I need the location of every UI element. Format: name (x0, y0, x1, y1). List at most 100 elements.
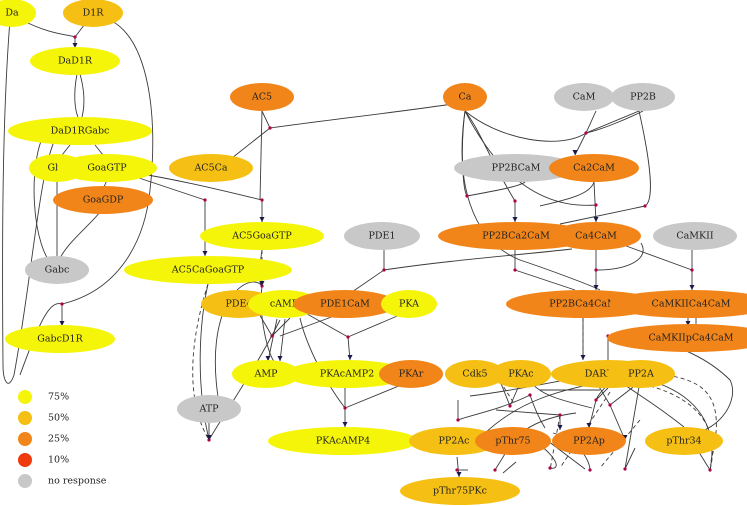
species-node-camkiipca4cam: CaMKIIpCa4CaM (607, 324, 747, 352)
species-node-pkacamp2: PKAcAMP2 (285, 360, 409, 388)
node-label: pThr75PKc (433, 486, 487, 497)
node-ellipse (30, 47, 120, 75)
node-label: AC5Ca (193, 163, 227, 174)
reaction-edge (61, 19, 154, 305)
node-label: PP2BCa2CaM (482, 231, 550, 242)
species-node-pp2ac: PP2Ac (409, 427, 499, 455)
reaction-junction-dot (508, 404, 512, 408)
species-node-ca: Ca (443, 83, 487, 111)
species-node-pkar: PKAr (379, 360, 443, 388)
species-node-pp2ap: PP2Ap (552, 427, 626, 455)
legend-item: 50% (18, 411, 69, 425)
arrowhead (72, 43, 78, 48)
reaction-junction-dot (594, 203, 598, 207)
node-label: GabcD1R (37, 334, 83, 345)
species-node-dad1rgabc: DaD1RGabc (8, 117, 152, 145)
reaction-junction-dot (558, 413, 562, 417)
node-label: PKAcAMP4 (316, 436, 370, 447)
node-ellipse (400, 477, 520, 505)
arrowhead (572, 150, 578, 155)
legend-swatch (18, 474, 32, 488)
legend-swatch (18, 411, 32, 425)
node-label: AMP (254, 369, 279, 380)
arrowhead (59, 321, 65, 326)
arrowhead (557, 425, 563, 430)
reaction-edge (74, 73, 79, 118)
legend-label: 75% (48, 392, 69, 403)
reaction-edge (267, 318, 278, 362)
arrowhead (456, 472, 462, 477)
reaction-junction-dot (513, 199, 517, 203)
species-node-pthr75: pThr75 (475, 427, 551, 455)
species-node-ca4cam: Ca4CaM (551, 222, 641, 250)
node-ellipse (409, 427, 499, 455)
reaction-edge (299, 317, 412, 427)
reaction-junction-dot (382, 268, 386, 272)
species-node-pkacamp4: PKAcAMP4 (268, 427, 418, 455)
reaction-edge (585, 110, 644, 134)
legend-label: no response (48, 476, 107, 487)
node-ellipse (381, 290, 437, 318)
arrowhead (265, 356, 271, 361)
legend-item: 10% (18, 453, 69, 467)
reaction-edge (19, 303, 63, 376)
reaction-edge (624, 380, 641, 470)
arrowhead (342, 422, 348, 427)
node-label: AC5GoaGTP (231, 231, 292, 242)
species-node-cdk5: Cdk5 (445, 360, 505, 388)
reaction-edge (59, 211, 101, 259)
reaction-edge (94, 144, 104, 156)
reaction-edge (595, 242, 644, 271)
node-label: Ca4CaM (575, 231, 617, 242)
reaction-edge (499, 380, 511, 407)
node-ellipse (268, 427, 418, 455)
species-node-pthr34: pThr34 (645, 427, 723, 455)
node-ellipse (443, 83, 487, 111)
legend-swatch (18, 390, 32, 404)
node-ellipse (169, 154, 253, 182)
node-label: Da (5, 8, 19, 19)
species-node-da: Da (0, 0, 36, 27)
reaction-edge (593, 181, 597, 223)
node-ellipse (607, 324, 747, 352)
node-label: Ca2CaM (573, 163, 615, 174)
arrowhead (685, 321, 691, 326)
species-node-pthr75pkc: pThr75PKc (400, 477, 520, 505)
node-label: PDE4 (226, 299, 253, 310)
reaction-edge-dashed (499, 380, 516, 406)
node-ellipse (177, 395, 241, 423)
node-ellipse (53, 186, 153, 214)
node-label: PDE1CaM (320, 299, 370, 310)
reaction-junction-dot (690, 268, 694, 272)
node-ellipse (230, 83, 294, 111)
species-node-pka: PKA (381, 290, 437, 318)
legend-item: 75% (18, 390, 69, 404)
reaction-edge-dashed (659, 373, 717, 466)
arrowhead (689, 285, 695, 290)
node-label: PP2BCaM (492, 163, 541, 174)
reaction-edge-dashed (549, 414, 561, 471)
reaction-edge-dashed (649, 385, 713, 471)
node-label: GoaGTP (87, 163, 127, 174)
node-label: PKAc (508, 369, 533, 380)
reaction-junction-dot (548, 466, 552, 470)
arrowhead (580, 355, 586, 360)
reaction-edge (461, 110, 601, 291)
reaction-edge (624, 447, 636, 470)
node-ellipse (549, 154, 639, 182)
node-label: AC5CaGoaGTP (171, 265, 245, 276)
arrowhead (586, 423, 592, 428)
species-node-camkiica4cam: CaMKIICa4CaM (609, 290, 747, 318)
node-ellipse (285, 360, 409, 388)
node-ellipse (551, 222, 641, 250)
legend-label: 50% (48, 413, 69, 424)
reaction-junction-dot (203, 198, 207, 202)
arrowhead (277, 356, 283, 361)
node-label: cAMP (270, 299, 299, 310)
node-label: PP2Ap (573, 436, 605, 447)
node-label: pThr34 (666, 436, 701, 447)
species-node-ac5ca: AC5Ca (169, 154, 253, 182)
node-label: PP2Ac (438, 436, 469, 447)
node-ellipse (5, 325, 115, 353)
